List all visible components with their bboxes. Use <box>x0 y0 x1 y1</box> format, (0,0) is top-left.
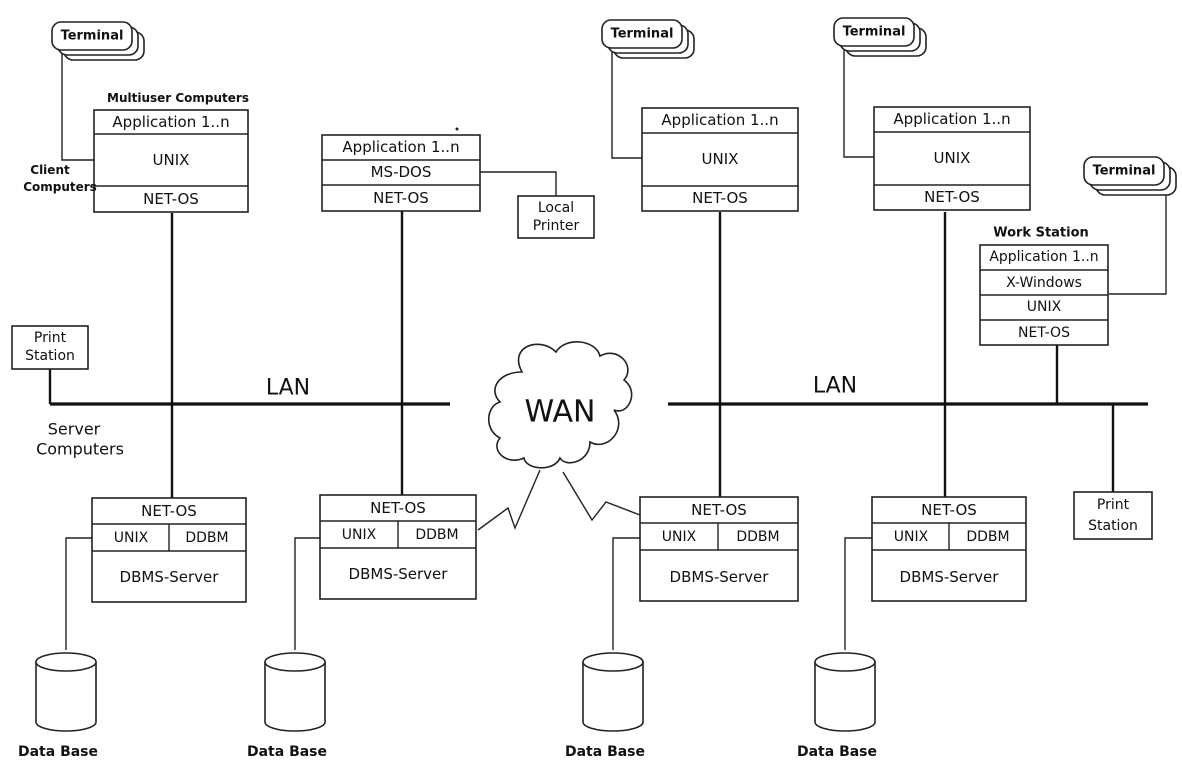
os-layer: UNIX <box>1027 299 1062 315</box>
terminal-link-client3 <box>611 52 642 159</box>
local-printer-link <box>480 171 557 196</box>
netos-layer: NET-OS <box>373 189 429 207</box>
terminal-link-workstation <box>1109 190 1167 295</box>
server-dbms: DBMS-Server <box>120 568 220 586</box>
dbms-server-1: NET-OS UNIX DDBM DBMS-Server <box>91 497 247 603</box>
print-station-left: Print Station <box>11 325 89 370</box>
netos-layer: NET-OS <box>143 190 199 208</box>
work-station-label: Work Station <box>993 226 1089 241</box>
windowing-layer: X-Windows <box>1006 275 1082 291</box>
wan-cloud: WAN <box>487 341 633 469</box>
dbms-server-3: NET-OS UNIX DDBM DBMS-Server <box>639 496 799 602</box>
client-computer-unix-2: Application 1..n UNIX NET-OS <box>641 107 799 212</box>
server-dbms: DBMS-Server <box>670 568 770 586</box>
terminal-label: Terminal <box>61 29 124 44</box>
lan-left-label: LAN <box>266 376 310 401</box>
terminal-label: Terminal <box>843 25 906 40</box>
print-station-label-2: Station <box>25 348 75 364</box>
server-dbms: DBMS-Server <box>349 565 449 583</box>
database-label: Data Base <box>797 744 877 760</box>
server-computers-label-1: Server <box>48 420 101 439</box>
wan-link-right <box>562 471 641 522</box>
database-1: Data Base <box>18 652 98 760</box>
app-layer: Application 1..n <box>893 110 1010 128</box>
netos-layer: NET-OS <box>1018 325 1070 341</box>
terminal-label: Terminal <box>611 27 674 42</box>
server-dbms: DBMS-Server <box>900 568 1000 586</box>
local-printer: Local Printer <box>517 195 595 239</box>
os-layer: UNIX <box>153 151 190 169</box>
print-station-label-1: Print <box>34 330 67 346</box>
database-label: Data Base <box>18 744 98 760</box>
db-link-3 <box>612 537 640 650</box>
netos-layer: NET-OS <box>924 188 980 206</box>
server-computers-label-2: Computers <box>36 440 124 459</box>
lan-right-label: LAN <box>813 374 857 399</box>
database-label: Data Base <box>247 744 327 760</box>
server-ddbm: DDBM <box>185 530 228 546</box>
dbms-server-4: NET-OS UNIX DDBM DBMS-Server <box>871 496 1027 602</box>
stray-dot <box>455 127 459 131</box>
print-station-label-2: Station <box>1088 518 1138 534</box>
terminal-stack-2: Terminal <box>601 19 695 59</box>
database-3: Data Base <box>565 652 645 760</box>
netos-layer: NET-OS <box>692 189 748 207</box>
server-netos: NET-OS <box>141 502 197 520</box>
server-unix: UNIX <box>894 529 929 545</box>
dbms-server-2: NET-OS UNIX DDBM DBMS-Server <box>319 494 477 600</box>
wan-label: WAN <box>525 395 596 430</box>
database-2: Data Base <box>247 652 327 760</box>
server-ddbm: DDBM <box>736 529 779 545</box>
os-layer: UNIX <box>934 149 971 167</box>
db-link-2 <box>294 537 320 650</box>
server-netos: NET-OS <box>370 499 426 517</box>
server-ddbm: DDBM <box>415 527 458 543</box>
print-station-label-1: Print <box>1097 497 1130 513</box>
terminal-stack-4: Terminal <box>1083 156 1177 196</box>
client-computer-unix-1: Application 1..n UNIX NET-OS <box>93 109 249 213</box>
client-computers-label-2: Computers <box>23 180 97 194</box>
terminal-link-client1 <box>61 52 94 161</box>
wan-link-left <box>477 469 541 531</box>
server-netos: NET-OS <box>921 501 977 519</box>
app-layer: Application 1..n <box>989 249 1098 265</box>
local-printer-label-2: Printer <box>533 218 580 234</box>
server-unix: UNIX <box>114 530 149 546</box>
db-link-1 <box>65 537 92 650</box>
client-computer-unix-3: Application 1..n UNIX NET-OS <box>873 106 1031 211</box>
database-label: Data Base <box>565 744 645 760</box>
os-layer: MS-DOS <box>371 163 432 181</box>
local-printer-label-1: Local <box>538 200 574 216</box>
work-station: Application 1..n X-Windows UNIX NET-OS <box>979 244 1109 346</box>
print-station-right: Print Station <box>1073 491 1153 540</box>
client-computer-dos: Application 1..n MS-DOS NET-OS <box>321 134 481 212</box>
server-unix: UNIX <box>662 529 697 545</box>
app-layer: Application 1..n <box>661 111 778 129</box>
multiuser-computers-label: Multiuser Computers <box>107 91 249 105</box>
terminal-link-client4 <box>843 50 874 158</box>
app-layer: Application 1..n <box>342 138 459 156</box>
terminal-stack-3: Terminal <box>833 17 927 57</box>
db-link-4 <box>844 537 872 650</box>
terminal-label: Terminal <box>1093 164 1156 179</box>
client-computers-label-1: Client <box>30 163 70 177</box>
connection-lines <box>48 50 1167 650</box>
os-layer: UNIX <box>702 150 739 168</box>
server-unix: UNIX <box>342 527 377 543</box>
app-layer: Application 1..n <box>112 113 229 131</box>
terminal-stack-1: Terminal <box>51 21 145 61</box>
server-ddbm: DDBM <box>966 529 1009 545</box>
server-netos: NET-OS <box>691 501 747 519</box>
database-4: Data Base <box>797 652 877 760</box>
